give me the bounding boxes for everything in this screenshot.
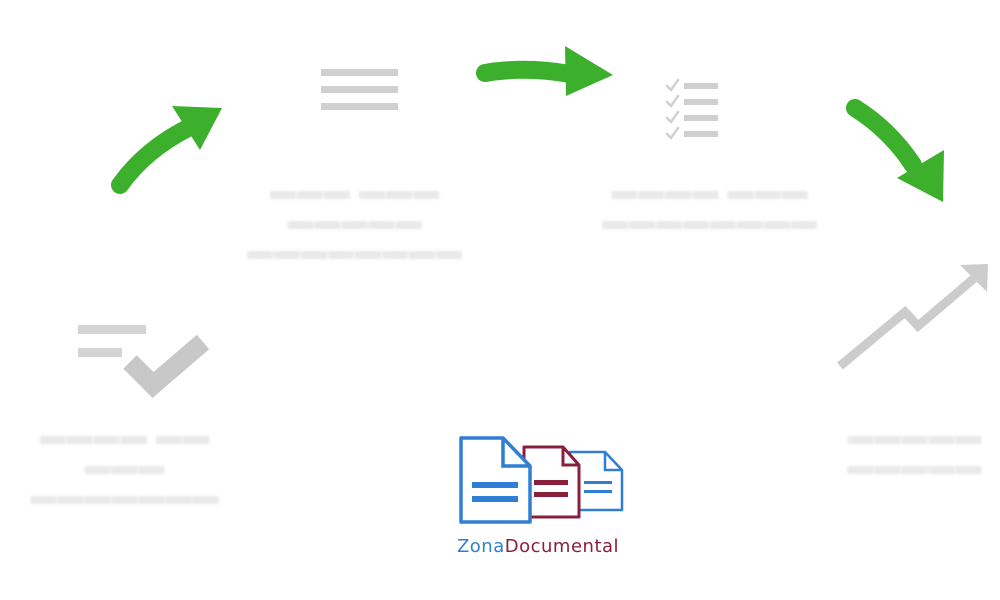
list-check-icon bbox=[78, 325, 210, 398]
trend-up-icon bbox=[837, 264, 988, 370]
doc-small-icon bbox=[568, 450, 624, 512]
brand-name: ZonaDocumental bbox=[400, 536, 676, 557]
step-2-label: ▬▬▬ ▬▬▬▬▬▬▬▬▬▬▬▬▬▬▬▬ bbox=[247, 175, 463, 265]
arrow-1 bbox=[111, 106, 222, 194]
checklist-icon bbox=[665, 78, 718, 140]
arrow-2 bbox=[476, 46, 613, 96]
doc-large-icon bbox=[459, 436, 532, 524]
brand-name-part1: Zona bbox=[456, 536, 505, 557]
step-3-label: ▬▬▬▬ ▬▬▬▬▬▬▬▬▬▬▬ bbox=[602, 175, 818, 235]
step-1-label: ▬▬▬▬ ▬▬▬▬▬▬▬▬▬▬▬▬ bbox=[30, 420, 220, 510]
step-4-label: ▬▬▬▬▬▬▬▬▬▬ bbox=[847, 420, 983, 480]
text-lines-icon bbox=[321, 69, 398, 110]
doc-medium-icon bbox=[522, 445, 581, 519]
brand-name-part2: Documental bbox=[504, 536, 620, 557]
zonadocumental-logo bbox=[459, 436, 624, 524]
arrow-3 bbox=[846, 99, 944, 202]
